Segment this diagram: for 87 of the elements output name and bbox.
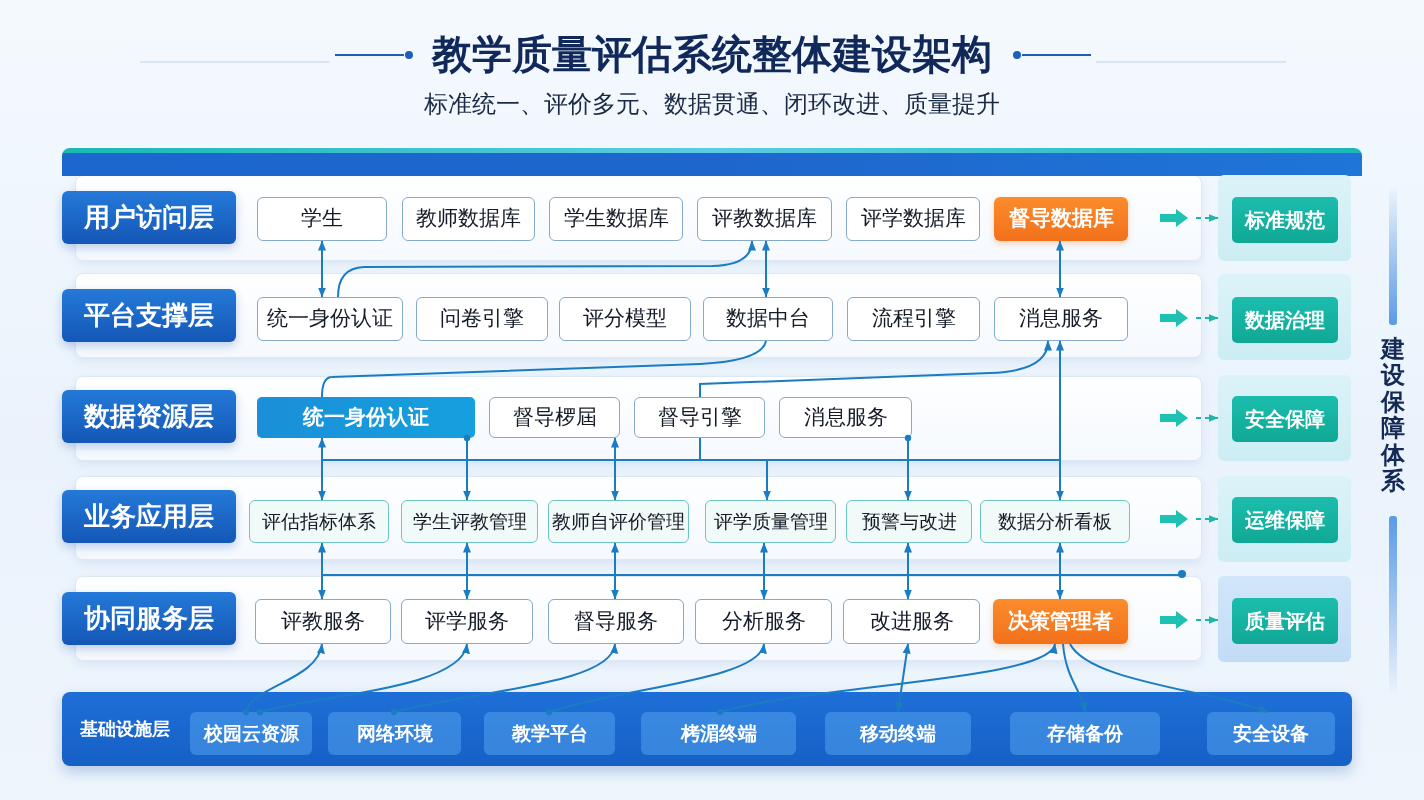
guarantee-panel (1218, 175, 1351, 261)
arrow (895, 643, 911, 713)
layer-label: 平台支撑层 (62, 289, 236, 342)
arrow (716, 643, 1056, 716)
layer-label: 业务应用层 (62, 490, 236, 543)
guarantee-box: 数据治理 (1232, 297, 1338, 343)
highlight-box: 督导数据库 (994, 197, 1128, 241)
layer-title: 基础设施层 (80, 718, 170, 740)
arrow (318, 542, 326, 600)
module-box: 消息服务 (779, 397, 912, 438)
guarantee-panel (1218, 476, 1351, 562)
arrow (904, 542, 912, 600)
dashed-arrow (1195, 314, 1219, 322)
arrow (318, 240, 326, 298)
module-box: 学生数据库 (549, 197, 683, 241)
dashed-arrow (1195, 616, 1219, 624)
arrow (242, 643, 324, 716)
arrow (1056, 340, 1064, 501)
arrow (611, 437, 619, 501)
infrastructure-item: 校园云资源 (190, 712, 312, 755)
arrow (699, 340, 1052, 398)
module-box: 预警与改进 (846, 500, 972, 543)
arrow (760, 542, 768, 600)
arrow (762, 240, 770, 298)
module-box: 教师自评价管理 (548, 500, 689, 543)
guarantee-box: 运维保障 (1232, 497, 1338, 543)
module-box: 数据中台 (703, 297, 833, 341)
arrow (256, 643, 468, 716)
module-box: 数据分析看板 (980, 500, 1130, 543)
layer-label: 数据资源层 (62, 390, 236, 443)
guarantee-panel (1218, 274, 1351, 360)
module-box: 评学数据库 (846, 197, 980, 241)
module-box: 督导引擎 (634, 397, 765, 438)
layer-label: 协同服务层 (62, 592, 236, 645)
module-box: 分析服务 (695, 599, 832, 644)
module-box: 评学质量管理 (705, 500, 836, 543)
infrastructure-item: 网络环境 (328, 712, 461, 755)
infrastructure-item: 存储备份 (1010, 712, 1160, 755)
dashed-arrow (1195, 515, 1219, 523)
bus-line (321, 570, 1186, 578)
layer-label: 用户访问层 (62, 191, 236, 244)
arrow (611, 542, 619, 600)
bus-line (321, 459, 1061, 461)
module-box: 统一身份认证 (257, 297, 403, 341)
module-box: 评教数据库 (697, 197, 832, 241)
arrow (1056, 240, 1064, 298)
arrow (1056, 542, 1064, 600)
module-box: 督导椤屆 (489, 397, 620, 438)
arrow (390, 643, 616, 716)
guarantee-box: 标准规范 (1232, 197, 1338, 243)
arrow (463, 542, 471, 600)
guarantee-box: 质量评估 (1232, 598, 1338, 644)
dashed-arrow (1195, 214, 1219, 222)
side-heading: 建设保障体系 (1381, 336, 1405, 495)
infrastructure-item: 教学平台 (484, 712, 615, 755)
arrow (1069, 643, 1269, 713)
subtitle-text: 标准统一、评价多元、数据贯通、闭环改进、质量提升 (424, 90, 1000, 119)
module-box: 学生 (257, 197, 387, 241)
arrow (463, 434, 471, 501)
module-box: 教师数据库 (402, 197, 535, 241)
highlight-box: 决策管理者 (993, 599, 1128, 644)
guarantee-panel (1218, 576, 1351, 662)
diagram-title: 教学质量评估系统整体建设架构 (432, 30, 992, 78)
arrow (318, 437, 326, 501)
module-box: 流程引擎 (847, 297, 980, 341)
module-box: 学生评教管理 (401, 500, 538, 543)
module-box: 评估指标体系 (249, 500, 389, 543)
module-box: 督导服务 (548, 599, 684, 644)
arrow (545, 643, 765, 716)
infrastructure-item: 栲湄终端 (641, 712, 796, 755)
module-box: 评学服务 (401, 599, 533, 644)
arrow (904, 434, 912, 501)
module-box: 改进服务 (843, 599, 980, 644)
highlight-box: 统一身份认证 (257, 397, 475, 438)
guarantee-panel (1218, 375, 1351, 461)
dashed-arrow (1195, 414, 1219, 422)
infrastructure-item: 安全设备 (1207, 712, 1335, 755)
infrastructure-item: 移动终端 (825, 712, 971, 755)
arrow (1062, 643, 1088, 713)
arrow (337, 240, 756, 298)
module-box: 评分模型 (559, 297, 691, 341)
infrastructure-bar (62, 692, 1352, 766)
arrow (699, 437, 771, 501)
module-box: 消息服务 (994, 297, 1128, 341)
guarantee-box: 安全保障 (1232, 396, 1338, 442)
module-box: 评教服务 (255, 599, 391, 644)
module-box: 问卷引擎 (416, 297, 548, 341)
